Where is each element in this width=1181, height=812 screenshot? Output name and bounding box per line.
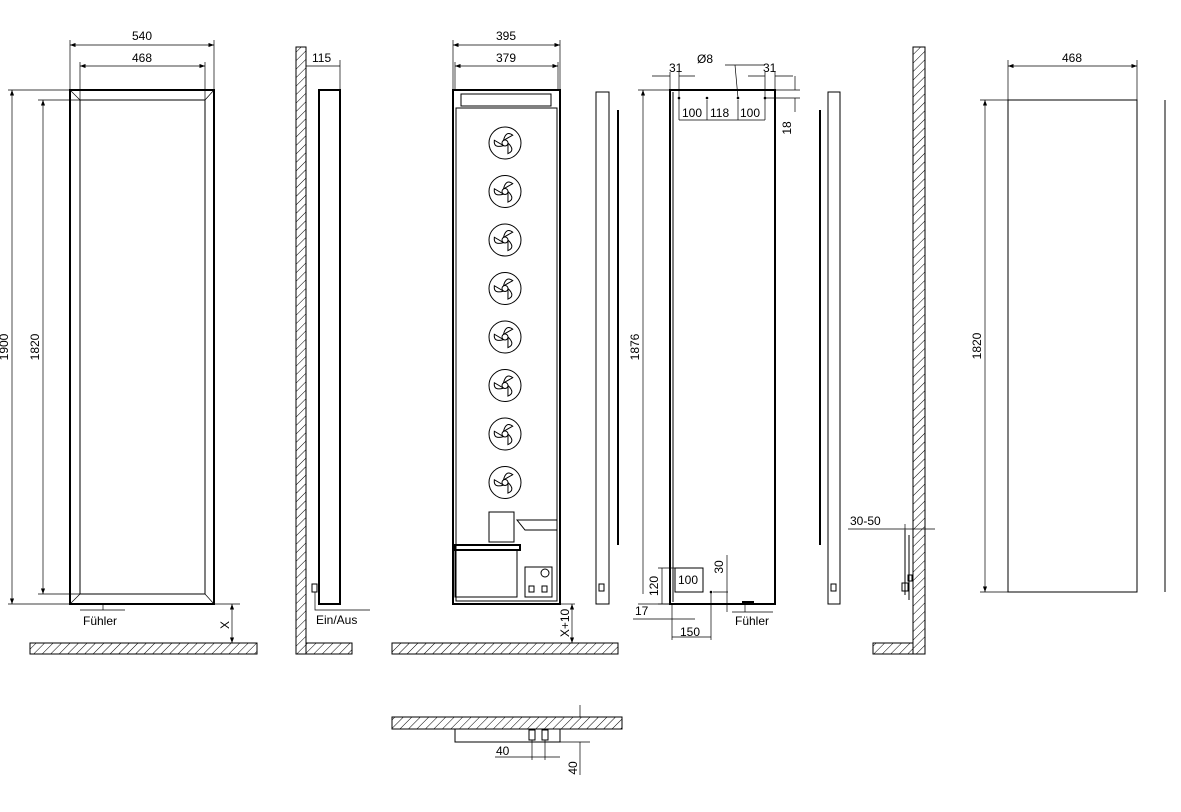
side-panel <box>318 89 341 605</box>
dim-width-outer: 540 <box>132 29 152 43</box>
back-mount-view: 31 31 Ø8 100 118 100 18 1876 100 120 30 … <box>628 52 800 640</box>
floor-hatch <box>872 642 914 655</box>
floor-hatch <box>29 642 258 655</box>
side-view: 115 Ein/Aus <box>295 46 370 655</box>
back-open-view: 395 379 X+10 <box>391 29 619 655</box>
wall-side-view: 30-50 <box>848 46 935 655</box>
dim-height-inner: 1820 <box>28 333 42 360</box>
dim-top-offset: 18 <box>780 121 794 135</box>
panel-view: 468 1820 <box>970 51 1166 593</box>
dim-bottom-offset: 30 <box>712 560 726 574</box>
dim-panel-height: 1820 <box>970 332 984 359</box>
dim-wall-gap: 30-50 <box>850 514 881 528</box>
dim-height-outer: 1900 <box>0 333 11 360</box>
fan-icon <box>488 320 522 354</box>
ceiling-hatch <box>391 716 623 730</box>
bottom-detail-view: 40 40 <box>391 705 623 775</box>
fan-icon <box>488 369 522 402</box>
dim-sensor-offset: 150 <box>680 625 700 639</box>
dim-width-outer: 395 <box>496 29 516 43</box>
dim-spacing-1: 100 <box>682 106 702 120</box>
dim-spacing-3: 100 <box>740 106 760 120</box>
front-frame-inner <box>79 99 206 595</box>
dim-detail-height: 40 <box>566 761 580 775</box>
dim-box-height: 120 <box>647 576 661 596</box>
fan-icon <box>488 417 522 451</box>
connection-box <box>674 567 704 593</box>
front-frame-outer <box>69 89 215 605</box>
dim-hole-dia: Ø8 <box>697 52 713 66</box>
fan-icon <box>488 126 522 160</box>
dim-height: 1876 <box>628 333 642 360</box>
wall-hatch <box>912 46 926 655</box>
dim-box-width: 100 <box>678 573 698 587</box>
mount-sensor-label: Fühler <box>735 614 769 628</box>
floor-hatch <box>391 642 619 655</box>
dim-floor-gap: X <box>218 621 232 629</box>
dim-width-inner: 468 <box>132 51 152 65</box>
dim-edge-left: 31 <box>669 61 683 75</box>
dim-floor-gap: X+10 <box>558 608 572 637</box>
dim-edge-right: 31 <box>763 61 777 75</box>
dim-panel-width: 468 <box>1062 51 1082 65</box>
fan-icon <box>488 175 522 208</box>
fan-icon <box>488 272 522 305</box>
mount-frame <box>669 89 776 605</box>
back-frame <box>452 89 561 605</box>
wall-hatch <box>295 46 307 655</box>
thin-side-view-2 <box>819 91 841 605</box>
dim-width-inner: 379 <box>496 51 516 65</box>
panel-rect <box>1007 99 1138 593</box>
fan-icon <box>488 223 522 257</box>
dim-depth: 115 <box>312 51 331 65</box>
switch-label: Ein/Aus <box>316 613 357 627</box>
dim-detail-width: 40 <box>496 744 510 758</box>
front-view: 540 468 1900 1820 Fühler X <box>0 29 258 655</box>
switch-icon <box>311 583 318 593</box>
dim-spacing-2: 118 <box>710 106 729 120</box>
thin-side-view <box>595 91 619 605</box>
dim-edge-bottom: 17 <box>635 604 649 618</box>
floor-hatch <box>305 642 353 655</box>
front-sensor-label: Fühler <box>83 614 117 628</box>
fan-icon <box>488 466 522 499</box>
